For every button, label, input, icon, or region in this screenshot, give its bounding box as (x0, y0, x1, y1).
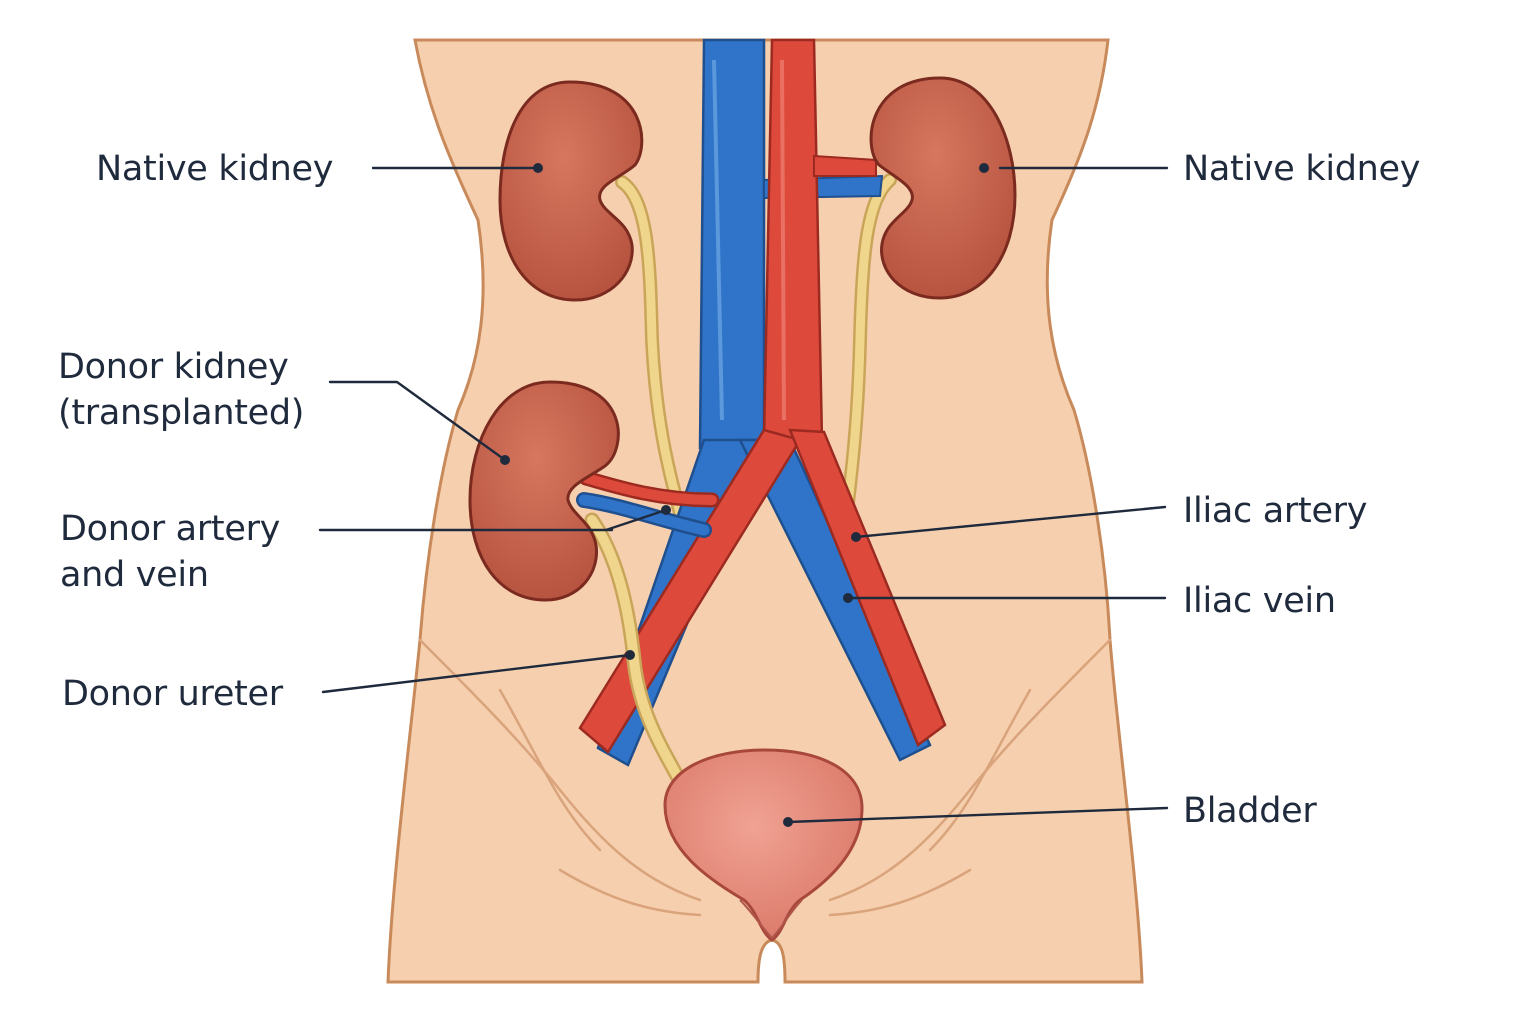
donor-kidney-shape (468, 380, 620, 602)
label-native-kidney-left: Native kidney (96, 149, 333, 189)
label-donor-kidney-line1: Donor kidney (58, 347, 289, 387)
native-kidney-left-shape (498, 80, 644, 302)
native-ureters (615, 173, 897, 527)
native-kidney-right-shape (869, 76, 1017, 300)
label-donor-ureter: Donor ureter (62, 674, 284, 714)
label-bladder: Bladder (1183, 791, 1317, 831)
label-iliac-vein: Iliac vein (1183, 581, 1336, 621)
bladder-shape (663, 748, 864, 942)
label-native-kidney-right: Native kidney (1183, 149, 1420, 189)
leader-lines (318, 163, 1169, 827)
iliac-artery-shape (788, 428, 947, 747)
label-donor-kidney-line2: (transplanted) (58, 393, 304, 433)
label-donor-vessels-line1: Donor artery (60, 509, 280, 549)
donor-vessels (576, 470, 720, 538)
pelvic-folds (418, 638, 1112, 917)
label-donor-vessels-line2: and vein (60, 555, 209, 595)
label-iliac-artery: Iliac artery (1183, 491, 1367, 531)
